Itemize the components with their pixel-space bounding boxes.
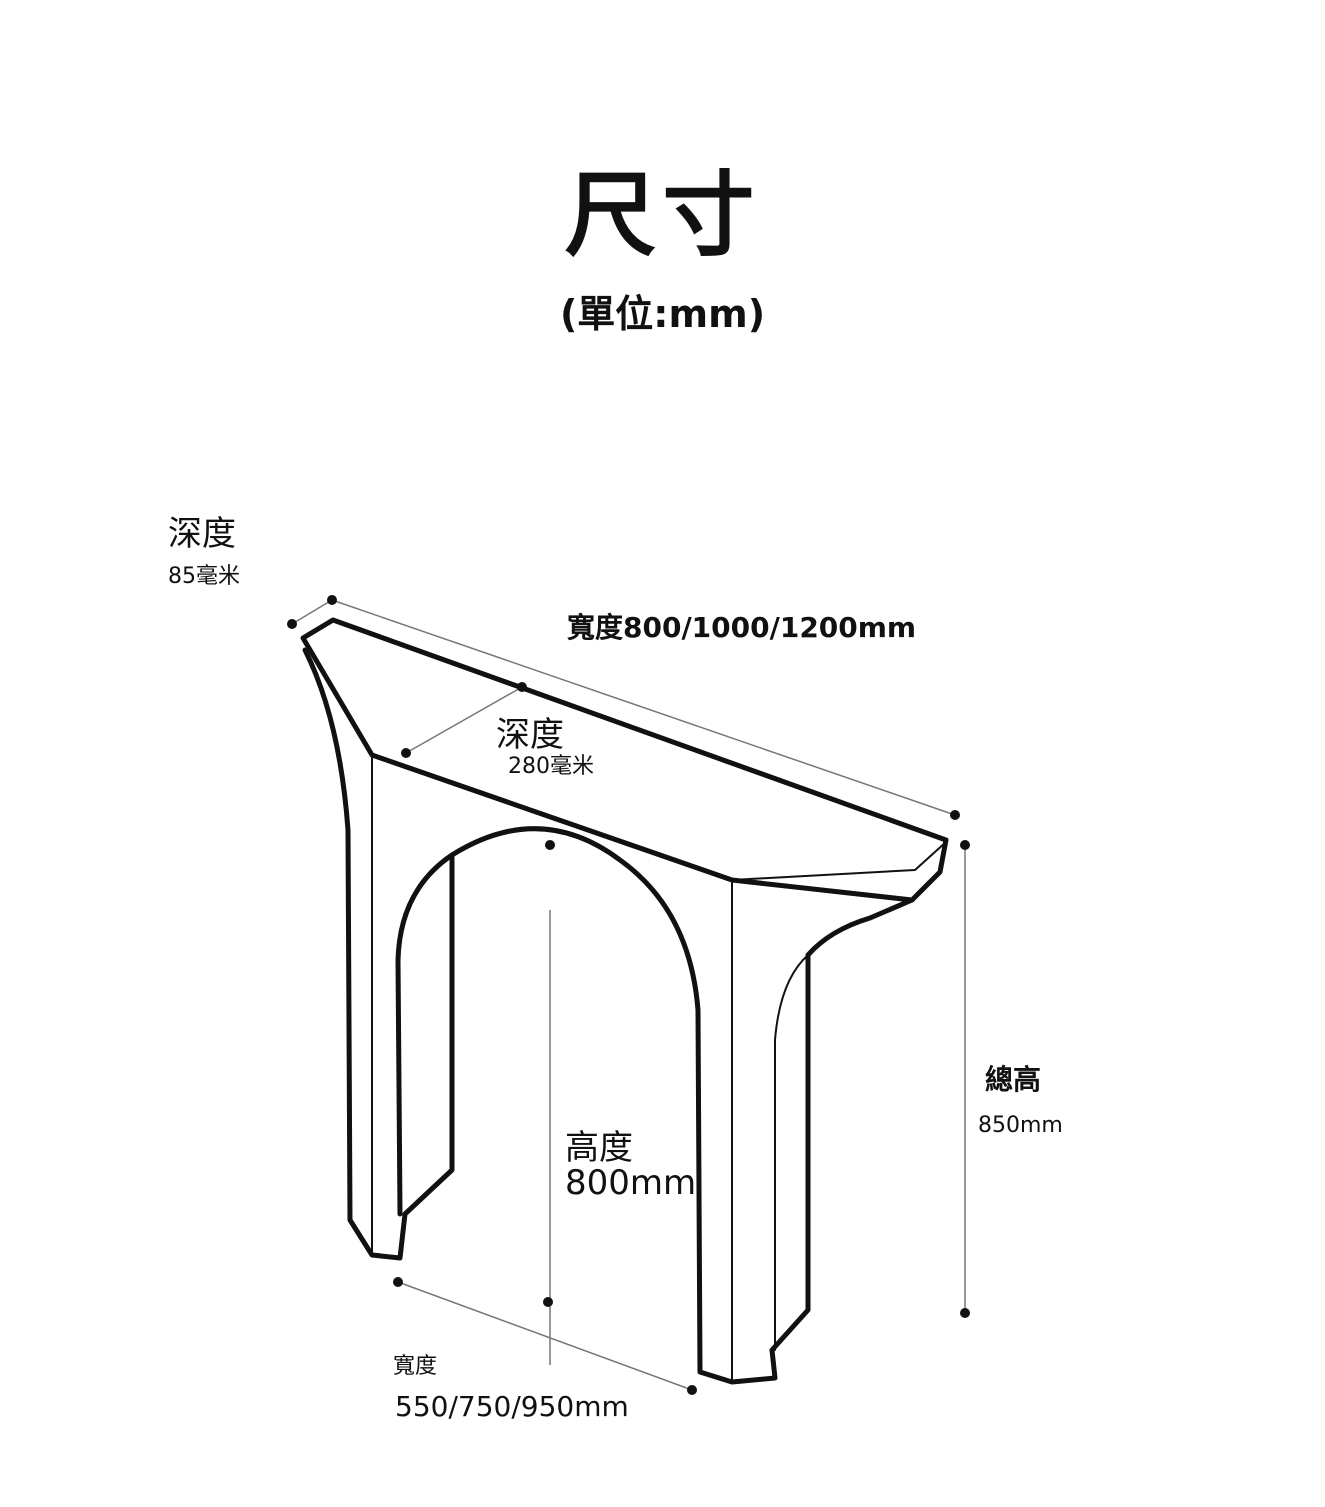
leg-width-name: 寬度 [393,1354,438,1379]
dot [327,595,337,605]
dot [950,810,960,820]
depth-top-value: 280毫米 [508,754,594,779]
depth-top-name: 深度 [496,715,564,755]
width-top-label: 寬度800/1000/1200mm [567,611,917,644]
dimension-dots [287,595,970,1395]
leg-width-value: 550/750/950mm [395,1390,629,1423]
height-inner-name: 高度 [565,1128,633,1168]
dot [543,1297,553,1307]
dimension-lines [291,599,966,1391]
page-title: 尺寸 [564,162,761,269]
dot [517,682,527,692]
height-inner-value: 800mm [565,1163,697,1203]
dot [960,1308,970,1318]
arch-curve [449,826,915,1385]
depth-side-name: 深度 [168,514,236,554]
dot [545,840,555,850]
width-top-guide [331,599,956,816]
depth-top-guide [405,686,523,754]
table-outline [300,617,949,1385]
dot [960,840,970,850]
tabletop-outline [300,617,949,903]
total-height-value: 850mm [978,1113,1063,1138]
left-leg-outer [302,647,455,1261]
dot [687,1385,697,1395]
total-height-name: 總高 [985,1063,1042,1096]
unit-subtitle: (單位:mm) [559,292,766,336]
depth-side-value: 85毫米 [168,564,240,589]
leg-width-guide [397,1281,693,1391]
depth-side-guide [291,599,333,625]
right-leg-inner [774,954,809,1351]
dot [287,619,297,629]
dot [393,1277,403,1287]
dot [401,748,411,758]
